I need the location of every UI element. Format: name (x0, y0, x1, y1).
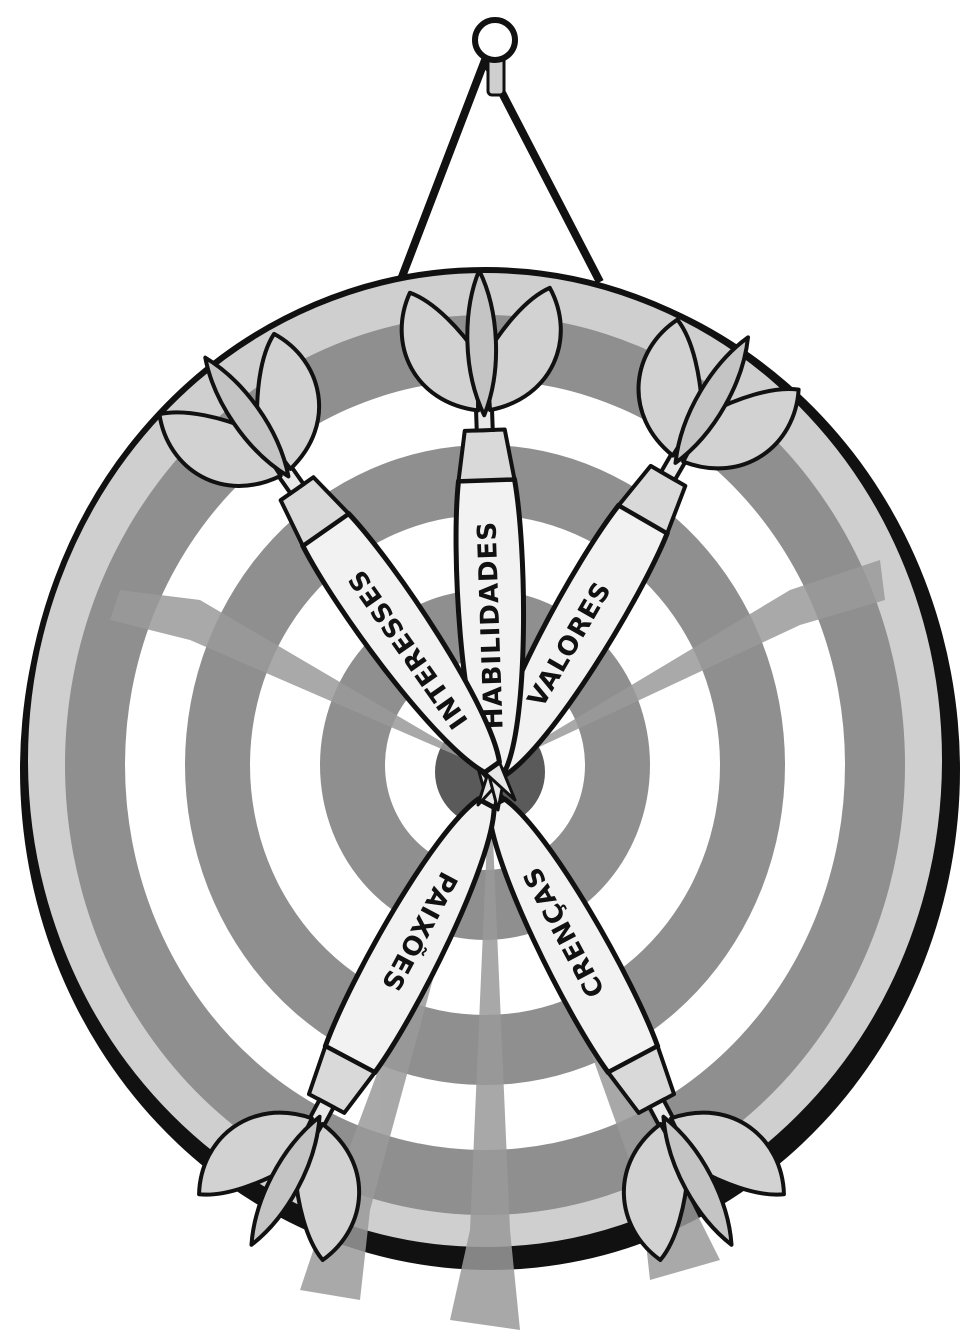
nail-icon (475, 20, 515, 60)
hanging-string (400, 55, 600, 282)
